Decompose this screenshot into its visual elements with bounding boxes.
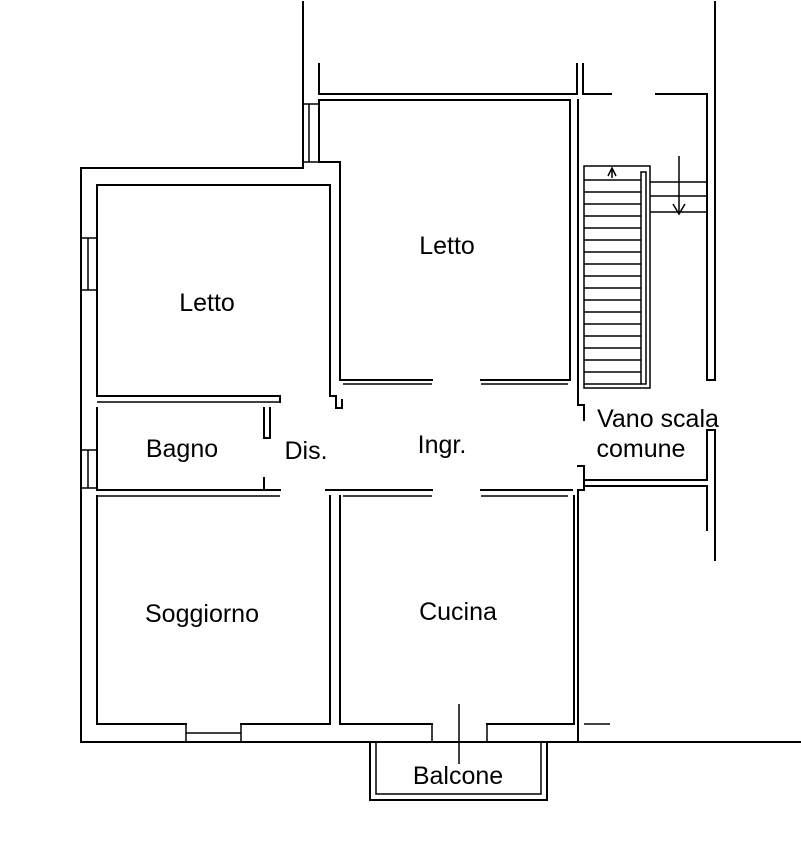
window-upper xyxy=(302,100,319,168)
room-label-bedroom-top: Letto xyxy=(419,232,475,260)
bathroom-walls xyxy=(96,407,281,497)
room-label-bedroom-left: Letto xyxy=(179,289,235,317)
stair-treads xyxy=(584,179,641,385)
stairwell xyxy=(583,156,707,389)
window-left-top xyxy=(81,237,97,291)
room-label-balcony: Balcone xyxy=(413,762,503,790)
room-label-living-room: Soggiorno xyxy=(145,600,259,628)
living-room-walls xyxy=(96,495,331,742)
room-label-bathroom: Bagno xyxy=(146,435,218,463)
balcony-walls xyxy=(369,741,548,801)
room-label-hallway: Dis. xyxy=(284,437,327,465)
bedroom-top-walls xyxy=(318,99,571,385)
window-left-bottom xyxy=(81,449,97,489)
room-label-stairwell-line2: comune xyxy=(597,435,686,463)
outer-walls xyxy=(80,1,801,743)
right-walls xyxy=(583,429,716,725)
hallway-walls xyxy=(325,99,585,497)
room-label-entrance: Ingr. xyxy=(418,431,467,459)
kitchen-walls xyxy=(339,489,579,764)
room-label-kitchen: Cucina xyxy=(419,598,497,626)
room-label-stairwell-line1: Vano scala xyxy=(597,405,719,433)
